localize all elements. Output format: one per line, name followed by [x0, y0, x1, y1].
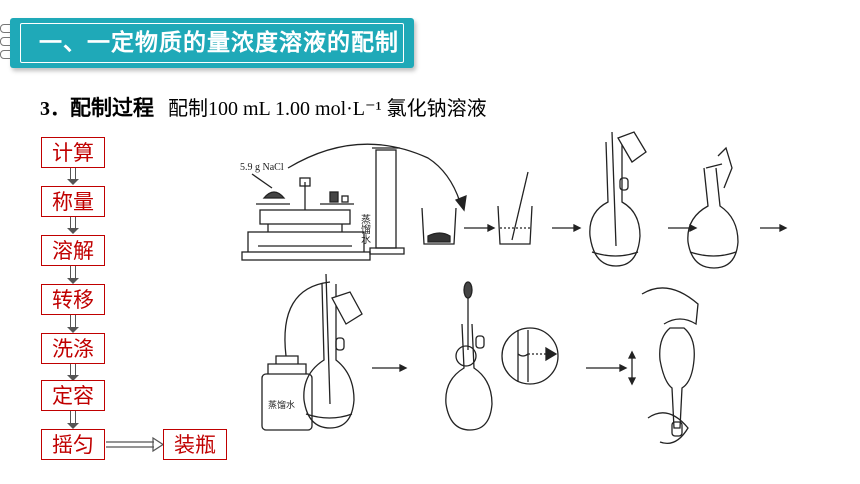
- meniscus-magnifier-icon: [501, 327, 559, 385]
- water-label-cylinder: 蒸馏水: [359, 214, 371, 244]
- nacl-label: 5.9 g NaCl: [240, 162, 284, 173]
- step-wash: 洗涤: [41, 333, 105, 364]
- step-weigh: 称量: [41, 186, 105, 217]
- step-heading: 3．配制过程配制100 mL 1.00 mol·L⁻¹ 氯化钠溶液: [40, 92, 487, 122]
- flask-wash-icon: [687, 146, 739, 269]
- right-arrow-icon: [106, 436, 164, 453]
- step-shake: 摇匀: [41, 429, 105, 460]
- down-arrow-icon: [67, 411, 79, 429]
- down-arrow-icon: [67, 315, 79, 333]
- apparatus-figure: 5.9 g NaCl 蒸馏水: [240, 131, 788, 445]
- beaker-stirring-icon: [497, 171, 533, 245]
- shaking-flask-icon: [641, 287, 699, 445]
- graduated-cylinder-icon: 蒸馏水: [359, 147, 405, 255]
- down-arrow-icon: [67, 364, 79, 381]
- heading-title: 配制过程: [70, 96, 154, 120]
- balance-icon: 5.9 g NaCl: [240, 162, 371, 261]
- volumetric-flask-transfer-icon: [303, 273, 363, 429]
- down-arrow-icon: [67, 266, 79, 284]
- down-arrow-icon: [67, 217, 79, 234]
- volumetric-flask-icon: [589, 131, 647, 267]
- section-title: 一、一定物质的量浓度溶液的配制: [20, 23, 404, 63]
- flask-dropper-icon: [445, 281, 493, 431]
- step-calculate: 计算: [41, 137, 105, 168]
- heading-subtitle: 配制100 mL 1.00 mol·L⁻¹ 氯化钠溶液: [168, 98, 487, 120]
- section-banner: 一、一定物质的量浓度溶液的配制: [10, 18, 414, 68]
- step-bottle: 装瓶: [163, 429, 227, 460]
- heading-number: 3．: [40, 98, 70, 120]
- beaker-icon: [421, 207, 457, 245]
- step-dissolve: 溶解: [41, 235, 105, 266]
- water-label-bottle: 蒸馏水: [268, 399, 295, 411]
- wash-bottle-icon: 蒸馏水: [261, 281, 331, 431]
- down-arrow-icon: [67, 168, 79, 185]
- step-transfer: 转移: [41, 284, 105, 315]
- step-make-volume: 定容: [41, 380, 105, 411]
